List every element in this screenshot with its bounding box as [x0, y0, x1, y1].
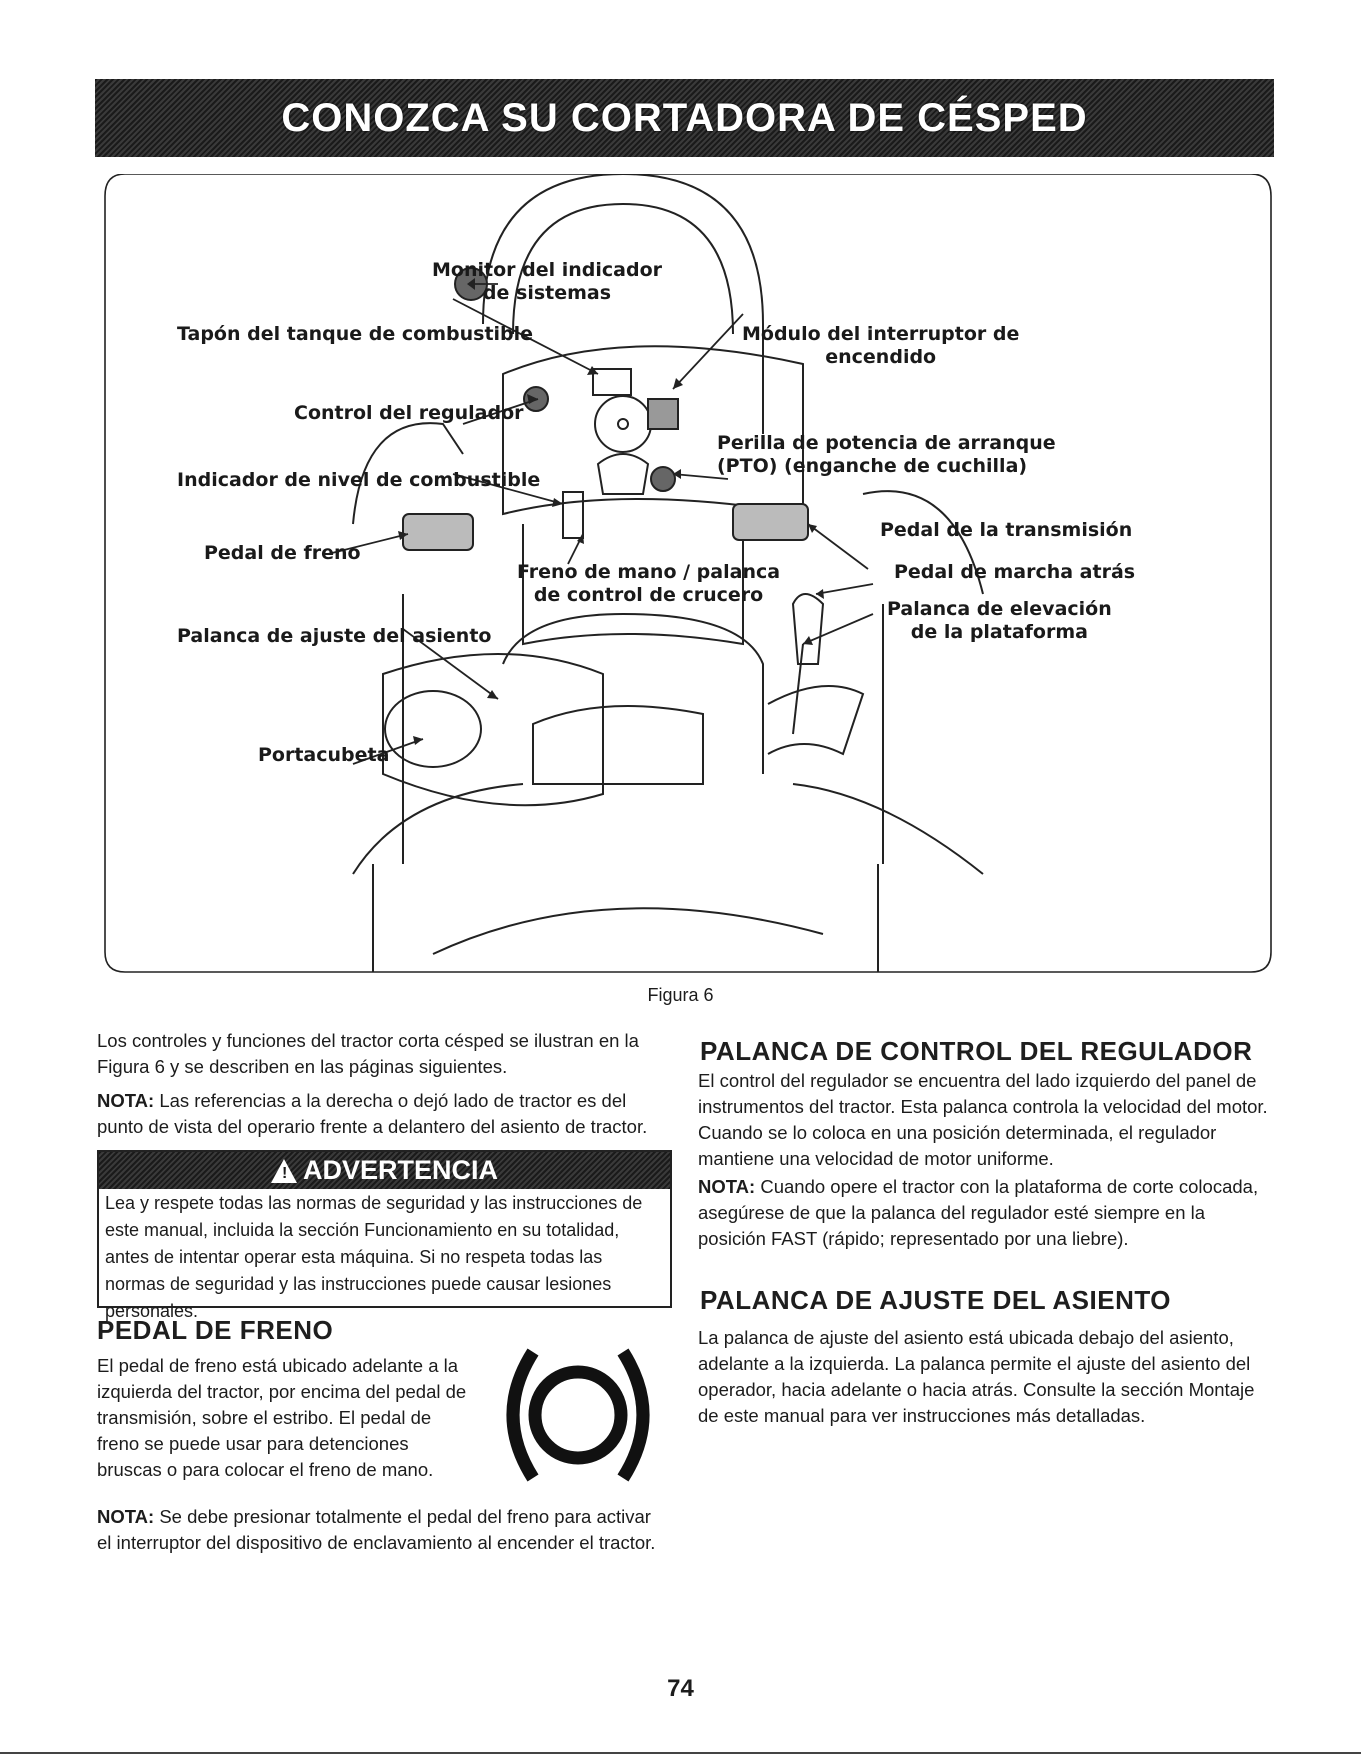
nota-text: Las referencias a la derecha o dejó lado…	[97, 1090, 648, 1137]
warning-header: ! ADVERTENCIA	[99, 1152, 670, 1189]
throttle-nota-label: NOTA:	[698, 1176, 756, 1197]
nota-paragraph: NOTA: Las referencias a la derecha o dej…	[97, 1088, 667, 1140]
label-pto-knob: Perilla de potencia de arranque (PTO) (e…	[717, 432, 1056, 477]
label-fuel-gauge: Indicador de nivel de combustible	[177, 469, 541, 491]
brake-nota-text: Se debe presionar totalmente el pedal de…	[97, 1506, 656, 1553]
label-deck-lift: Palanca de elevación de la plataforma	[887, 598, 1112, 643]
warning-text: Lea y respete todas las normas de seguri…	[105, 1193, 643, 1321]
brake-heading: PEDAL DE FRENO	[97, 1315, 334, 1345]
intro-text: Los controles y funciones del tractor co…	[97, 1030, 639, 1077]
seat-heading: PALANCA DE AJUSTE DEL ASIENTO	[700, 1285, 1171, 1315]
warning-title: ADVERTENCIA	[302, 1155, 498, 1185]
tractor-controls-illustration	[104, 174, 1272, 973]
nota-label: NOTA:	[97, 1090, 155, 1111]
bottom-rule	[0, 1752, 1361, 1754]
label-transmission-pedal: Pedal de la transmisión	[880, 519, 1133, 541]
warning-triangle-icon: !	[270, 1158, 297, 1183]
throttle-nota: NOTA: Cuando opere el tractor con la pla…	[698, 1174, 1273, 1252]
label-ignition-module: Módulo del interruptor de encendido	[742, 323, 1020, 368]
brake-nota: NOTA: Se debe presionar totalmente el pe…	[97, 1504, 667, 1556]
banner-title: CONOZCA SU CORTADORA DE CÉSPED	[281, 95, 1088, 140]
label-brake-pedal: Pedal de freno	[204, 542, 361, 564]
throttle-nota-text: Cuando opere el tractor con la plataform…	[698, 1176, 1259, 1249]
brake-nota-label: NOTA:	[97, 1506, 155, 1527]
throttle-heading: PALANCA DE CONTROL DEL REGULADOR	[700, 1036, 1253, 1066]
label-fuel-cap: Tapón del tanque de combustible	[177, 323, 534, 345]
label-monitor: Monitor del indicador de sistemas	[432, 259, 662, 304]
parking-brake-symbol-icon	[506, 1348, 650, 1482]
page-banner: CONOZCA SU CORTADORA DE CÉSPED	[95, 79, 1274, 157]
label-cup-holder: Portacubeta	[258, 744, 390, 766]
label-throttle-control: Control del regulador	[294, 402, 524, 424]
warning-box: ! ADVERTENCIA Lea y respete todas las no…	[97, 1150, 672, 1321]
throttle-text: El control del regulador se encuentra de…	[698, 1070, 1268, 1169]
label-seat-lever: Palanca de ajuste del asiento	[177, 625, 492, 647]
intro-paragraph: Los controles y funciones del tractor co…	[97, 1028, 667, 1080]
seat-text: La palanca de ajuste del asiento está ub…	[698, 1327, 1255, 1426]
label-parking-brake: Freno de mano / palanca de control de cr…	[517, 561, 781, 606]
page-number: 74	[667, 1675, 694, 1702]
brake-text: El pedal de freno está ubicado adelante …	[97, 1355, 467, 1480]
label-reverse-pedal: Pedal de marcha atrás	[894, 561, 1136, 583]
figure-caption: Figura 6	[647, 985, 714, 1005]
